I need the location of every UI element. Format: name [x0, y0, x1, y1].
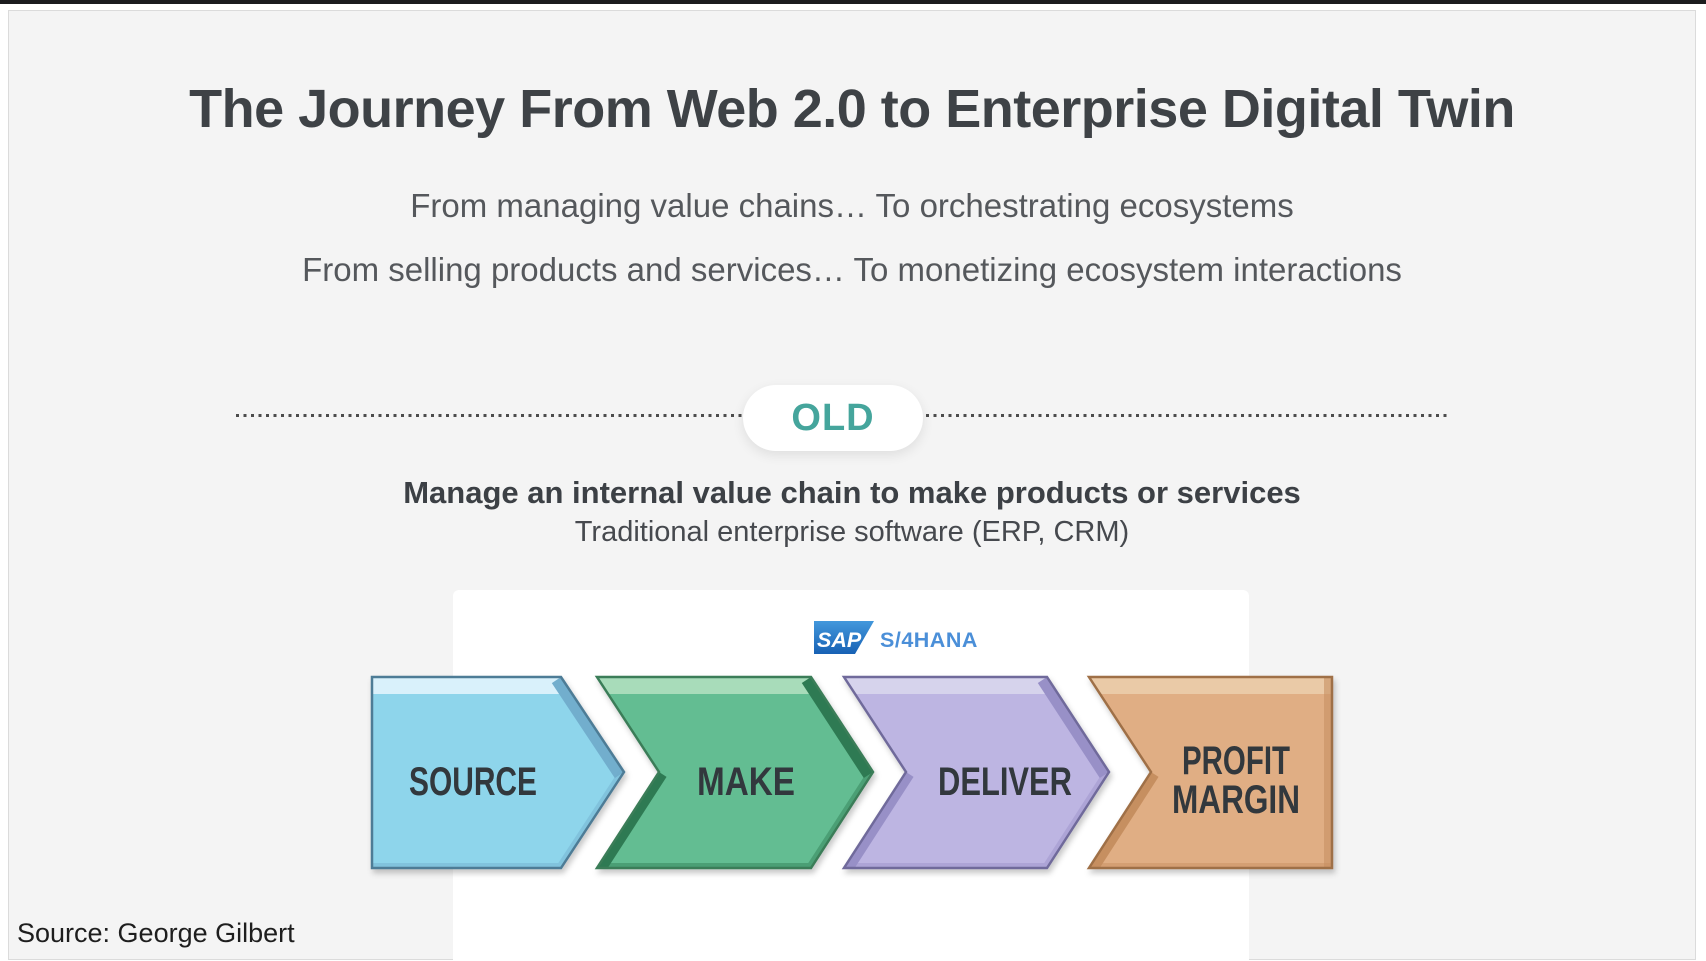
era-pill: OLD [743, 385, 923, 451]
chevron-make: MAKE [594, 675, 875, 870]
era-pill-label: OLD [791, 396, 875, 439]
chevron-label-line-1: PROFIT [1182, 739, 1290, 783]
chevron-deliver: DELIVER [841, 675, 1111, 870]
chevron-label-line-2: MARGIN [1172, 778, 1300, 822]
chevron-profit-margin: PROFIT MARGIN [1086, 675, 1334, 870]
chevron-source: SOURCE [370, 675, 626, 870]
sap-s4hana-logo: SAP S/4HANA [814, 621, 989, 655]
chevron-label: MAKE [697, 760, 795, 804]
old-era-subheading: Traditional enterprise software (ERP, CR… [574, 516, 1130, 548]
screen-top-edge [0, 0, 1706, 4]
subtitle-line-2: From selling products and services… To m… [302, 251, 1402, 288]
chevron-label: SOURCE [409, 760, 537, 804]
subtitle-line-1: From managing value chains… To orchestra… [410, 187, 1294, 224]
sap-product-name: S/4HANA [880, 628, 978, 652]
sap-logo-mark [814, 621, 874, 654]
old-era-heading: Manage an internal value chain to make p… [403, 475, 1301, 510]
sap-logo-text: SAP [817, 628, 862, 652]
value-chain-diagram: SOURCE MAKE [370, 675, 1334, 870]
source-credit: Source: George Gilbert [17, 918, 295, 948]
sap-logo-graphic: SAP S/4HANA [814, 621, 978, 654]
slide: The Journey From Web 2.0 to Enterprise D… [8, 10, 1696, 961]
slide-title: The Journey From Web 2.0 to Enterprise D… [189, 79, 1515, 139]
chevron-label: DELIVER [938, 760, 1072, 804]
